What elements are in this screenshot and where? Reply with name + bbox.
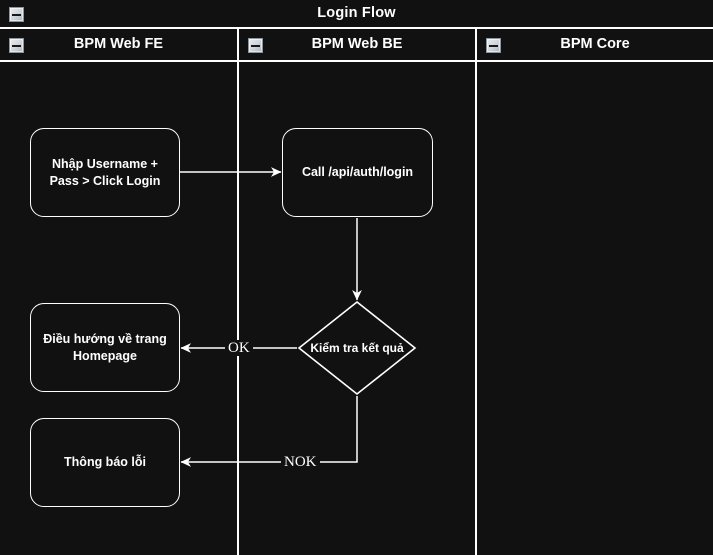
task-show-error[interactable]: Thông báo lỗi — [30, 418, 180, 507]
task-input-credentials[interactable]: Nhập Username + Pass > Click Login — [30, 128, 180, 217]
connector-label-nok: NOK — [281, 454, 320, 470]
pool-title-label: Login Flow — [317, 5, 396, 21]
lane-divider-fe-be — [237, 29, 239, 555]
lane-header-bpm-web-fe: BPM Web FE — [0, 29, 237, 62]
lane-header-bpm-core: BPM Core — [477, 29, 713, 62]
decision-check-result[interactable]: Kiểm tra kết quả — [297, 300, 417, 396]
lane-header-bpm-web-be: BPM Web BE — [239, 29, 475, 62]
decision-diamond-shape — [297, 300, 417, 396]
task-goto-homepage[interactable]: Điều hướng về trang Homepage — [30, 303, 180, 392]
lane-label-bpm-web-be: BPM Web BE — [311, 36, 403, 52]
minus-square-icon-lane-core[interactable] — [486, 38, 501, 53]
connector-check-to-error — [180, 396, 358, 467]
lane-label-bpm-web-fe: BPM Web FE — [73, 36, 164, 52]
minus-square-icon-lane-be[interactable] — [248, 38, 263, 53]
connector-label-ok: OK — [225, 340, 253, 356]
pool-header: Login Flow — [0, 0, 713, 29]
lane-divider-be-core — [475, 29, 477, 555]
task-call-login-api[interactable]: Call /api/auth/login — [282, 128, 433, 217]
lane-label-bpm-core: BPM Core — [560, 36, 630, 52]
minus-square-icon-lane-fe[interactable] — [9, 38, 24, 53]
minus-square-icon-pool[interactable] — [9, 7, 24, 22]
